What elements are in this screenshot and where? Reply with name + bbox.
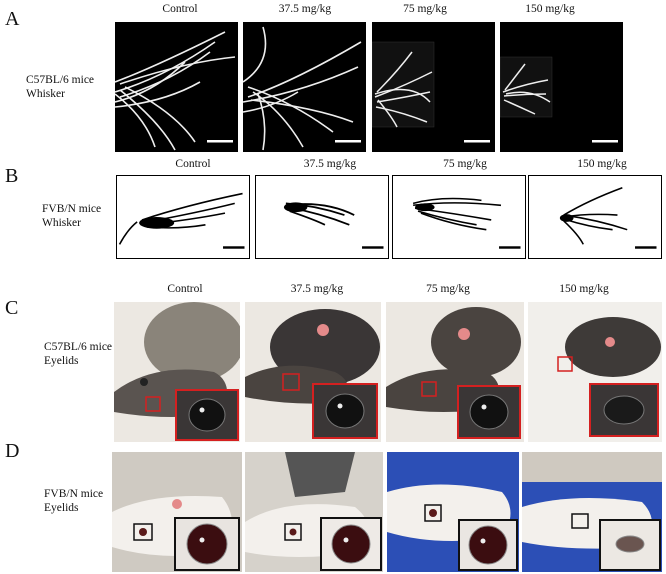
panel-label-a: A [5, 8, 20, 30]
column-label-control-c: Control [167, 283, 203, 295]
column-label-75-a: 75 mg/kg [403, 3, 447, 15]
row-label-tissue-c: Eyelids [44, 355, 79, 367]
eyelid-photo-37-5-c57 [245, 302, 381, 442]
row-label-a: C57BL/6 mice Whisker [26, 73, 94, 101]
column-label-150-a: 150 mg/kg [525, 3, 575, 15]
eyelid-photo-37-5-fvb [245, 452, 383, 572]
column-label-37-5-c: 37.5 mg/kg [290, 283, 344, 295]
eyelid-photo-75-fvb [387, 452, 519, 572]
whisker-image-150-fvb [528, 175, 662, 259]
whisker-image-150-c57 [500, 22, 623, 152]
whisker-image-control-fvb [116, 175, 250, 259]
eyelid-photo-control-c57 [114, 302, 240, 442]
column-label-150-c: 150 mg/kg [559, 283, 609, 295]
whisker-image-37-5-c57 [243, 22, 366, 152]
column-label-37-5-a: 37.5 mg/kg [278, 3, 332, 15]
eyelid-photo-150-fvb [522, 452, 662, 572]
row-label-tissue-d: Eyelids [44, 502, 79, 514]
whisker-image-37-5-fvb [255, 175, 389, 259]
column-label-75-c: 75 mg/kg [426, 283, 470, 295]
panel-label-c: C [5, 297, 19, 319]
row-label-tissue-b: Whisker [42, 217, 81, 229]
eyelid-photo-control-fvb [112, 452, 242, 572]
whisker-image-control-c57 [115, 22, 238, 152]
whisker-image-75-fvb [392, 175, 526, 259]
row-label-tissue-a: Whisker [26, 88, 65, 100]
row-label-c: C57BL/6 mice Eyelids [44, 340, 112, 368]
column-label-150-b: 150 mg/kg [577, 158, 627, 170]
column-label-control-b: Control [175, 158, 211, 170]
panel-label-d: D [5, 440, 20, 462]
row-label-strain-c: C57BL/6 mice [44, 341, 113, 353]
panel-label-b: B [5, 165, 19, 187]
eyelid-photo-150-c57 [528, 302, 662, 442]
row-label-strain-a: C57BL/6 mice [26, 74, 95, 86]
row-label-b: FVB/N mice Whisker [42, 202, 101, 230]
column-label-control-a: Control [162, 3, 198, 15]
row-label-strain-d: FVB/N mice [44, 488, 104, 500]
row-label-d: FVB/N mice Eyelids [44, 487, 103, 515]
whisker-image-75-c57 [372, 22, 495, 152]
column-label-37-5-b: 37.5 mg/kg [303, 158, 357, 170]
column-label-75-b: 75 mg/kg [443, 158, 487, 170]
eyelid-photo-75-c57 [386, 302, 524, 442]
row-label-strain-b: FVB/N mice [42, 203, 102, 215]
